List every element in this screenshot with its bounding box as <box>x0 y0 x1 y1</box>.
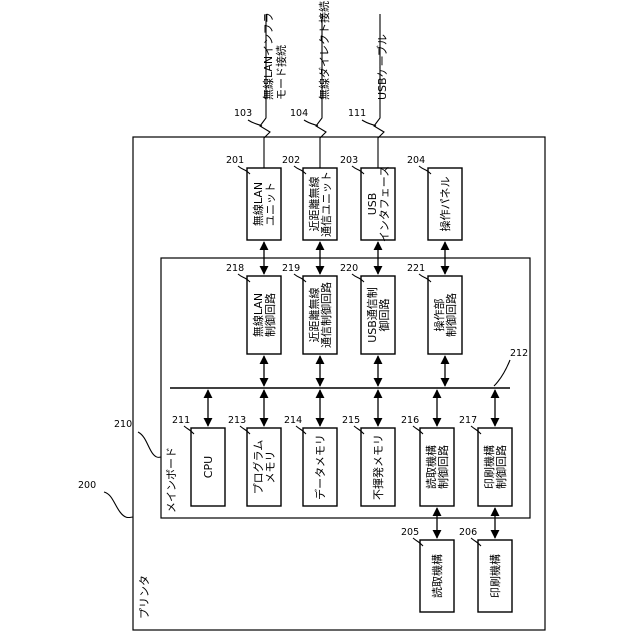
nonvolatile-memory-label: 不揮発メモリ <box>371 434 385 500</box>
printer-label: プリンタ <box>138 575 151 619</box>
operation-control-label: 制御回路 <box>444 293 458 337</box>
usb-interface-label: インタフェース <box>378 166 391 242</box>
printer-control: 印刷機構制御回路 <box>478 428 512 506</box>
reading-mechanism-ref: 205 <box>401 527 419 538</box>
bus-ref: 212 <box>510 348 528 359</box>
data-memory: データメモリ <box>303 428 337 506</box>
conn-103-label: モード接続 <box>274 45 288 100</box>
conn-104: 無線ダイレクト接続 104 <box>290 1 331 168</box>
conn-103-ref: 103 <box>234 108 252 119</box>
cpu-ref: 211 <box>172 415 190 426</box>
conn-111-label: USBケーブル <box>375 34 389 100</box>
conn-104-leader <box>304 120 318 126</box>
cpu: CPU <box>191 428 225 506</box>
program-memory-label: プログラム <box>251 440 265 495</box>
operation-control-label: 操作部 <box>432 299 446 332</box>
nfc-control: 近距離無線通信制御回路 <box>303 276 337 354</box>
printer-leader <box>104 492 133 518</box>
program-memory-label: メモリ <box>264 451 277 484</box>
nfc-control-label: 通信制御回路 <box>319 282 333 348</box>
program-memory: プログラムメモリ <box>247 428 281 506</box>
cpu-label: CPU <box>202 456 215 478</box>
nonvolatile-memory: 不揮発メモリ <box>361 428 395 506</box>
conn-104-label: 無線ダイレクト接続 <box>317 1 331 100</box>
nfc-unit-ref: 202 <box>282 155 300 166</box>
program-memory-ref: 213 <box>228 415 246 426</box>
data-memory-ref: 214 <box>284 415 302 426</box>
reader-control-label: 読取機構 <box>424 445 438 489</box>
printer-control-label: 印刷機構 <box>482 445 496 489</box>
printing-mechanism-label: 印刷機構 <box>488 554 502 598</box>
usb-control: USB通信制御回路 <box>361 276 395 354</box>
conn-104-ref: 104 <box>290 108 308 119</box>
printer-ref: 200 <box>78 480 96 491</box>
reader-control-label: 制御回路 <box>436 445 450 489</box>
operation-control: 操作部制御回路 <box>428 276 462 354</box>
printer-control-ref: 217 <box>459 415 477 426</box>
wlan-control-label: 無線LAN <box>251 293 265 337</box>
bus-leader <box>494 360 510 386</box>
nfc-unit-label: 近距離無線 <box>307 177 321 232</box>
conn-111: USBケーブル 111 <box>348 14 389 168</box>
wlan-control-ref: 218 <box>226 263 244 274</box>
wlan-control-label: 制御回路 <box>263 293 277 337</box>
conn-103: 無線LANインフラモード接続 103 <box>234 12 288 168</box>
conn-111-leader <box>362 120 376 126</box>
printer-control-label: 制御回路 <box>494 445 508 489</box>
nfc-unit-label: 通信ユニット <box>320 171 333 237</box>
wlan-unit-label: 無線LAN <box>251 182 265 226</box>
nonvolatile-memory-ref: 215 <box>342 415 360 426</box>
wlan-unit: 無線LANユニット <box>247 168 281 240</box>
usb-control-ref: 220 <box>340 263 358 274</box>
conn-103-leader <box>248 120 262 126</box>
wlan-unit-ref: 201 <box>226 155 244 166</box>
printing-mechanism-ref: 206 <box>459 527 477 538</box>
nfc-control-ref: 219 <box>282 263 300 274</box>
conn-103-label: 無線LANインフラ <box>261 12 275 100</box>
operation-panel: 操作パネル <box>428 168 462 240</box>
mainboard-label: メインボード <box>165 447 178 513</box>
reading-mechanism: 読取機構 <box>420 540 454 612</box>
usb-interface: USBインタフェース <box>361 166 395 242</box>
wlan-unit-label: ユニット <box>264 182 277 226</box>
operation-control-ref: 221 <box>407 263 425 274</box>
reader-control-ref: 216 <box>401 415 419 426</box>
reading-mechanism-label: 読取機構 <box>430 554 444 598</box>
conn-111-ref: 111 <box>348 108 366 119</box>
mainboard-ref: 210 <box>114 419 132 430</box>
nfc-control-label: 近距離無線 <box>307 288 321 343</box>
operation-panel-label: 操作パネル <box>438 177 452 232</box>
reader-control: 読取機構制御回路 <box>420 428 454 506</box>
wlan-control: 無線LAN制御回路 <box>247 276 281 354</box>
operation-panel-ref: 204 <box>407 155 425 166</box>
data-memory-label: データメモリ <box>313 434 327 500</box>
printing-mechanism: 印刷機構 <box>478 540 512 612</box>
diagram-blocks: 無線LANインフラモード接続 103 無線ダイレクト接続 104 USBケーブル 111 無… <box>172 1 512 612</box>
usb-interface-ref: 203 <box>340 155 358 166</box>
nfc-unit: 近距離無線通信ユニット <box>303 168 337 240</box>
usb-control-label: 御回路 <box>377 299 391 332</box>
mainboard-leader <box>138 432 161 457</box>
